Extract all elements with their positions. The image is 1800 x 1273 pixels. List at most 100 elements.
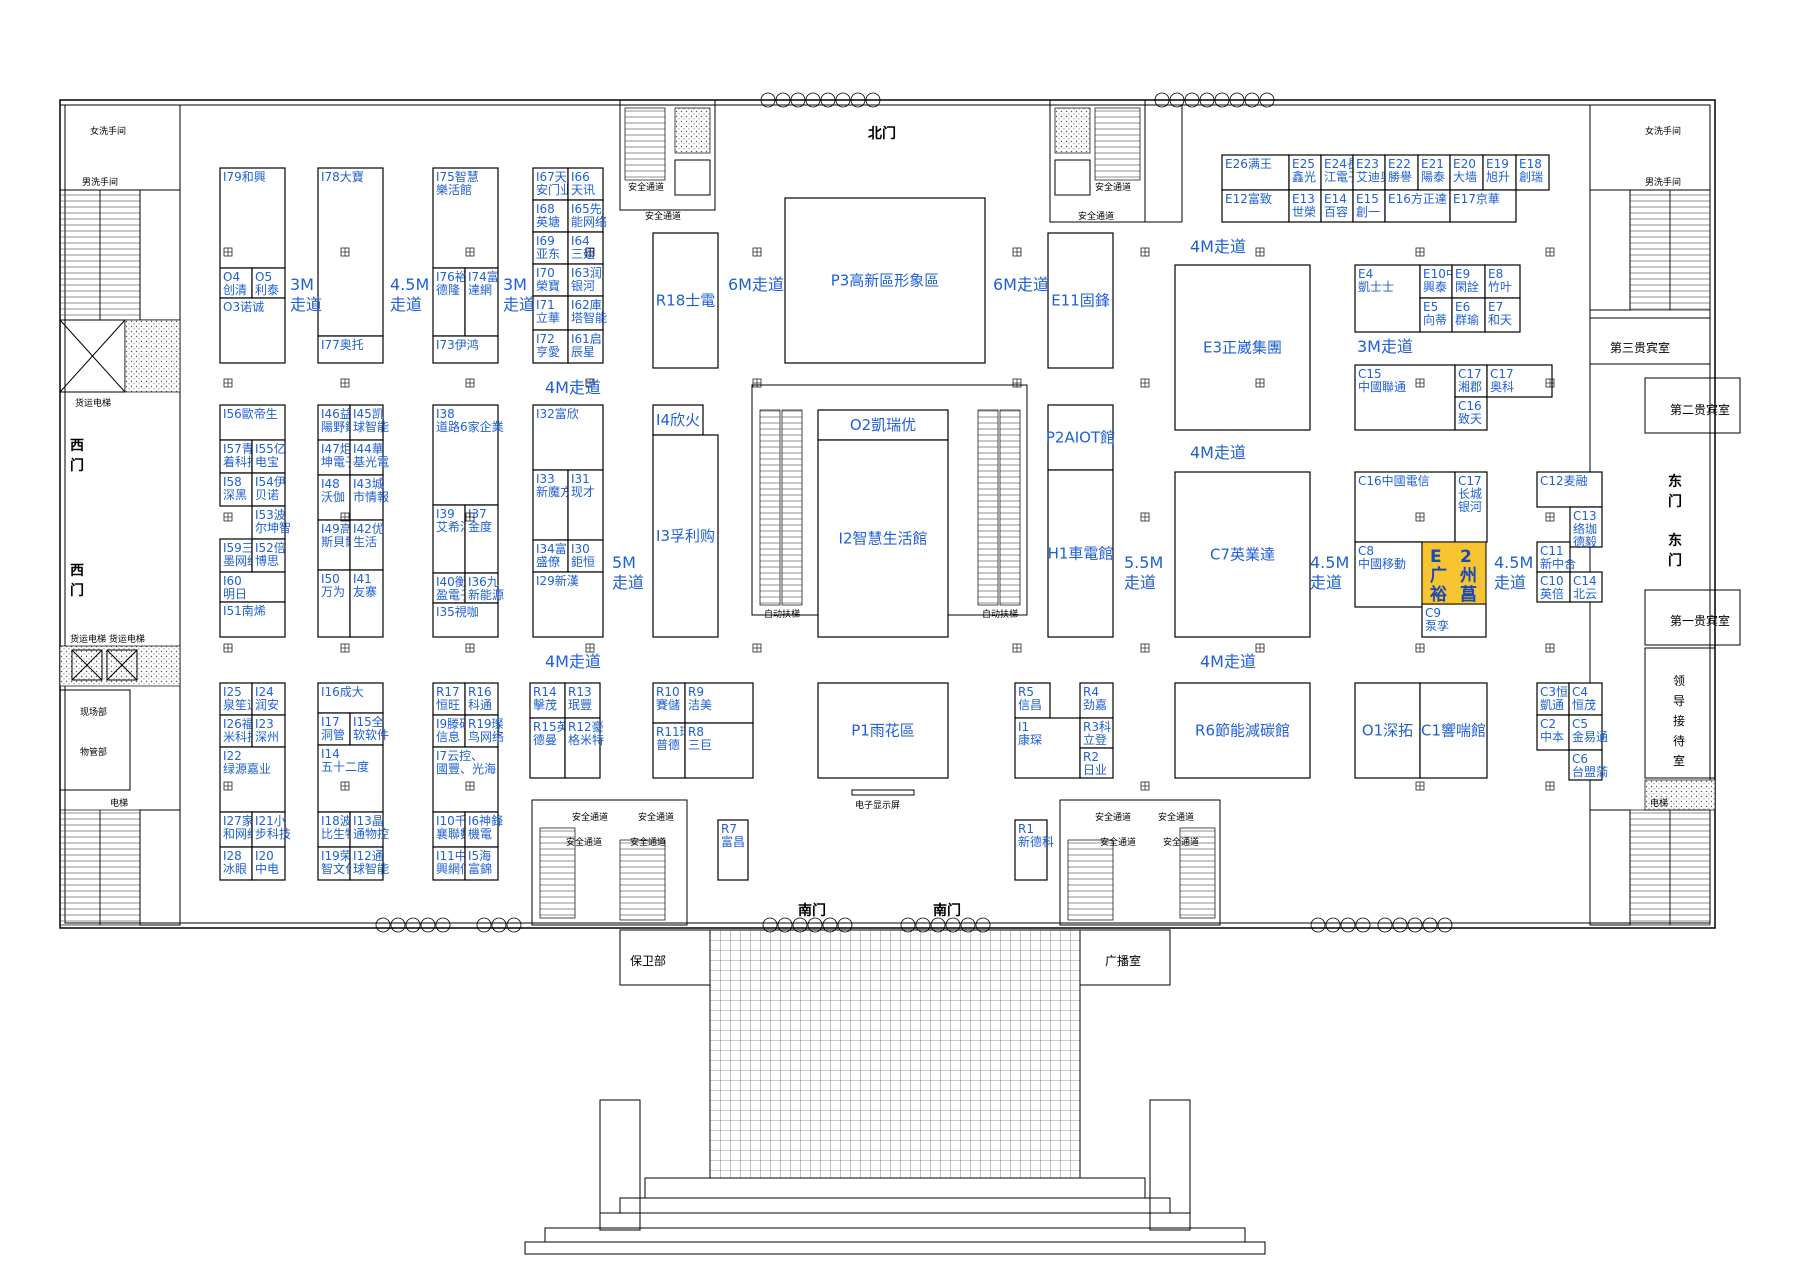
booth-C7[interactable]: C7英業達 (1174, 471, 1311, 638)
booth-E3[interactable]: E3正崴集團 (1174, 264, 1311, 431)
booth-I79[interactable]: I79和興 (219, 167, 286, 269)
booth-O2[interactable]: O2凱瑞优 (817, 409, 949, 441)
booth-I78[interactable]: I78大寶 (317, 167, 384, 337)
booth-I16[interactable]: I16成大 (317, 682, 384, 714)
booth-I77[interactable]: I77奥托 (317, 335, 384, 364)
booth-I4[interactable]: I4欣火 (652, 404, 704, 436)
booth-P2[interactable]: P2AIOT館 (1046, 404, 1115, 471)
booth-O1[interactable]: O1深拓 (1354, 682, 1421, 779)
booth-E11[interactable]: E11固鋒 (1047, 232, 1114, 369)
booth-I3[interactable]: I3孚利购 (652, 434, 719, 638)
booth-I2[interactable]: I2智慧生活館 (817, 439, 949, 638)
booth-C16b[interactable]: C16中國電信 (1354, 471, 1456, 543)
booth-R6[interactable]: R6節能減碳館 (1174, 682, 1311, 779)
booth-I56[interactable]: I56歐帝生 (219, 404, 286, 441)
booth-I32[interactable]: I32富欣 (532, 404, 604, 471)
booth-E17[interactable]: E17京華 (1449, 189, 1517, 223)
booth-I35[interactable]: I35視咖 (432, 602, 499, 638)
booth-I51[interactable]: I51南烯 (219, 601, 286, 638)
booth-C12[interactable]: C12麦融 (1536, 471, 1603, 508)
booth-E26[interactable]: E26满王 (1221, 154, 1290, 191)
booth-I7[interactable]: I7云控、國豐、光海 (432, 746, 499, 813)
booth-R18[interactable]: R18士電 (652, 232, 719, 369)
